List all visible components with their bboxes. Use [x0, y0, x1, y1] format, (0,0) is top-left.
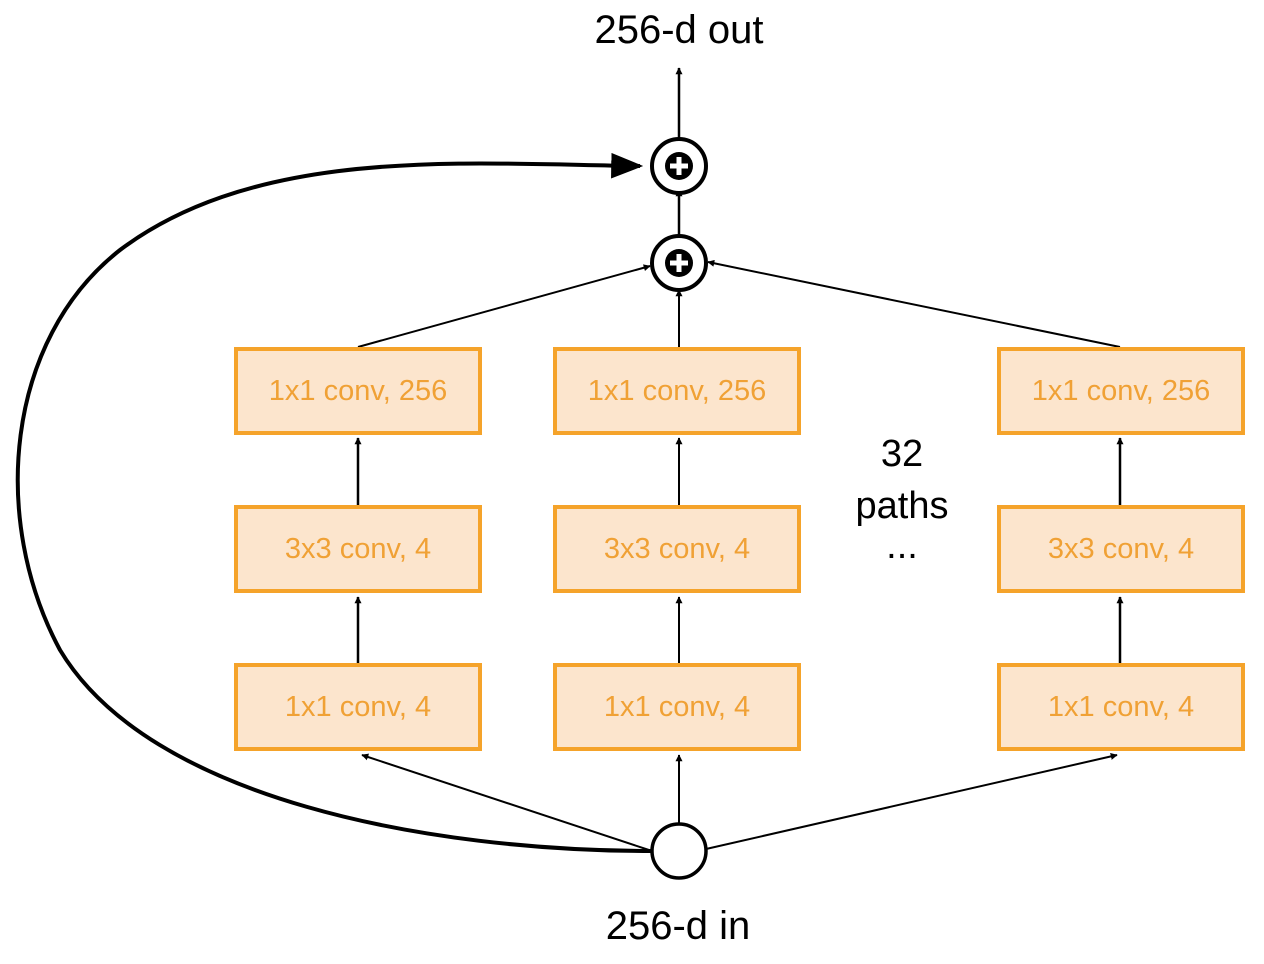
- identity-shortcut-arrow: [15, 152, 653, 853]
- paths-word: paths: [855, 485, 949, 527]
- path3-conv-1x1-4: 1x1 conv, 4: [997, 663, 1245, 751]
- path3-conv-1x1-256: 1x1 conv, 256: [997, 347, 1245, 435]
- paths-annotation: 32 paths ...: [822, 428, 982, 567]
- input-to-path3-arrow: [705, 752, 1118, 850]
- paths-ellipsis: ...: [886, 525, 918, 567]
- paths-count: 32: [880, 433, 924, 475]
- input-node: [650, 822, 708, 880]
- path2-conv-1x1-256: 1x1 conv, 256: [553, 347, 801, 435]
- residual-add-node: [650, 137, 708, 195]
- path2-conv-3x3-4: 3x3 conv, 4: [553, 505, 801, 593]
- output-label: 256-d out: [594, 8, 764, 52]
- path3-to-sum-arrow: [707, 259, 1121, 348]
- path3-conv-3x3-4: 3x3 conv, 4: [997, 505, 1245, 593]
- path1-to-sum-arrow: [357, 264, 651, 348]
- input-to-path1-arrow: [361, 753, 653, 852]
- input-label: 256-d in: [605, 904, 751, 948]
- path2-conv-1x1-4: 1x1 conv, 4: [553, 663, 801, 751]
- aggregation-sum-node: [650, 234, 708, 292]
- path1-conv-3x3-4: 3x3 conv, 4: [234, 505, 482, 593]
- path1-conv-1x1-4: 1x1 conv, 4: [234, 663, 482, 751]
- path1-conv-1x1-256: 1x1 conv, 256: [234, 347, 482, 435]
